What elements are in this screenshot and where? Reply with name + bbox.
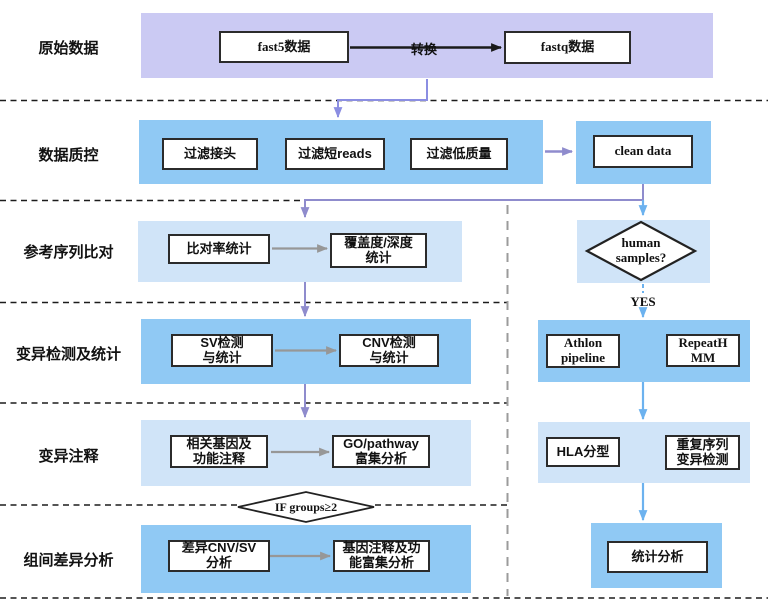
node-hla-typing: HLA分型 [546, 437, 620, 467]
if-groups-label: IF groups≥2 [274, 500, 338, 514]
human-samples-label: human samples? [615, 235, 667, 265]
node-alignment-rate: 比对率统计 [168, 234, 270, 264]
node-fast5-data: fast5数据 [219, 31, 349, 63]
arrow-clean-to-alignment [300, 184, 644, 219]
node-filter-short-reads: 过滤短reads [285, 138, 385, 170]
convert-arrow-label: 转换 [410, 42, 437, 57]
node-filter-adapter: 过滤接头 [162, 138, 258, 170]
node-go-pathway-enrichment: GO/pathway 富集分析 [332, 435, 430, 468]
node-repeat-variant-detection: 重复序列 变异检测 [665, 435, 740, 470]
node-repeathmm: RepeatH MM [666, 334, 740, 367]
row-label-variant-detection: 变异检测及统计 [15, 346, 121, 363]
row-label-alignment: 参考序列比对 [23, 244, 114, 261]
node-sv-detection: SV检测 与统计 [171, 334, 273, 367]
node-fastq-data: fastq数据 [504, 31, 631, 64]
node-filter-low-quality: 过滤低质量 [410, 138, 508, 170]
row-label-raw-data: 原始数据 [38, 40, 99, 57]
node-related-genes-annotation: 相关基因及 功能注释 [170, 435, 268, 468]
node-coverage-depth: 覆盖度/深度 统计 [330, 233, 427, 268]
node-cnv-detection: CNV检测 与统计 [339, 334, 439, 367]
arrow-raw-to-qc [333, 79, 428, 119]
row-label-quality-control: 数据质控 [38, 147, 99, 164]
node-stats-analysis: 统计分析 [607, 541, 708, 573]
row-label-group-diff: 组间差异分析 [23, 552, 114, 569]
row-label-variant-annotation: 变异注释 [38, 448, 99, 465]
node-gene-annotation-enrichment: 基因注释及功 能富集分析 [333, 540, 430, 572]
node-athlon-pipeline: Athlon pipeline [546, 334, 620, 368]
yes-label: YES [630, 294, 656, 309]
node-clean-data: clean data [593, 135, 693, 168]
node-diff-cnv-sv: 差异CNV/SV 分析 [168, 540, 270, 572]
